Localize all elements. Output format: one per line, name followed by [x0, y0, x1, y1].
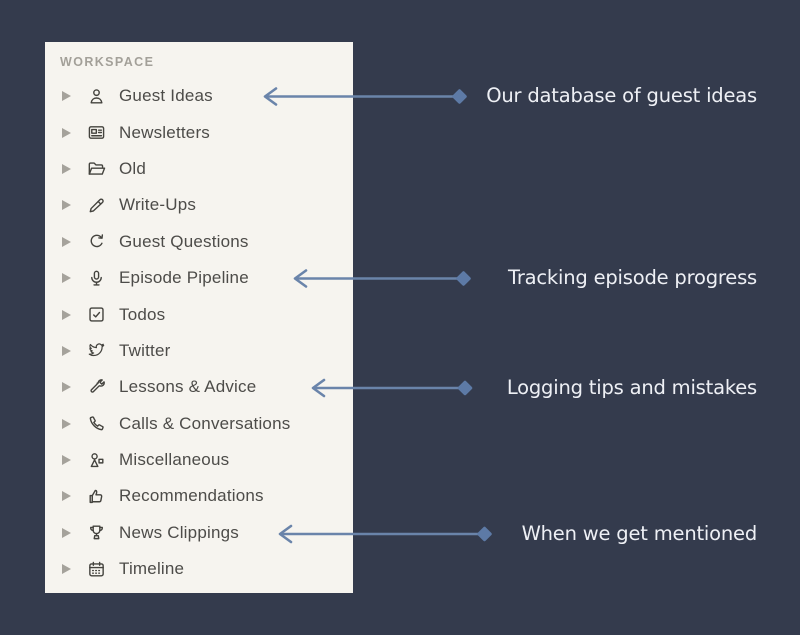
- sidebar-item-guest-ideas[interactable]: Guest Ideas: [45, 78, 353, 114]
- sidebar-item-label: Lessons & Advice: [119, 377, 257, 397]
- annotation-guest-ideas: Our database of guest ideas: [486, 84, 757, 107]
- sidebar-item-label: Todos: [119, 304, 166, 324]
- workspace-panel: WORKSPACE Guest Ideas Newsletters Old Wr…: [45, 42, 353, 593]
- sidebar-item-calls-conversations[interactable]: Calls & Conversations: [45, 406, 353, 442]
- sidebar-item-lessons-advice[interactable]: Lessons & Advice: [45, 369, 353, 405]
- sidebar-item-old[interactable]: Old: [45, 151, 353, 187]
- expand-chevron-icon[interactable]: [62, 564, 72, 574]
- expand-chevron-icon[interactable]: [62, 200, 72, 210]
- sidebar-item-label: Miscellaneous: [119, 450, 230, 470]
- checkbox-icon: [86, 304, 107, 325]
- pencil-icon: [86, 195, 107, 216]
- thumbs-up-icon: [86, 486, 107, 507]
- calendar-icon: [86, 559, 107, 580]
- sidebar-item-write-ups[interactable]: Write-Ups: [45, 187, 353, 223]
- annotation-lessons-advice: Logging tips and mistakes: [506, 376, 757, 399]
- expand-chevron-icon[interactable]: [62, 128, 72, 138]
- microphone-icon: [86, 268, 107, 289]
- expand-chevron-icon[interactable]: [62, 91, 72, 101]
- wrench-icon: [86, 377, 107, 398]
- phone-icon: [86, 413, 107, 434]
- sidebar-item-label: Recommendations: [119, 486, 264, 506]
- sidebar-item-label: Old: [119, 158, 147, 178]
- newspaper-icon: [86, 122, 107, 143]
- sidebar-item-twitter[interactable]: Twitter: [45, 333, 353, 369]
- sidebar-item-label: News Clippings: [119, 522, 239, 542]
- person-flag-icon: [86, 450, 107, 471]
- sidebar-item-label: Timeline: [119, 559, 185, 579]
- sidebar-item-episode-pipeline[interactable]: Episode Pipeline: [45, 260, 353, 296]
- sidebar-item-news-clippings[interactable]: News Clippings: [45, 515, 353, 551]
- expand-chevron-icon[interactable]: [62, 455, 72, 465]
- expand-chevron-icon[interactable]: [62, 237, 72, 247]
- expand-chevron-icon[interactable]: [62, 419, 72, 429]
- sidebar-item-timeline[interactable]: Timeline: [45, 551, 353, 587]
- expand-chevron-icon[interactable]: [62, 310, 72, 320]
- folder-open-icon: [86, 158, 107, 179]
- trophy-icon: [86, 522, 107, 543]
- sidebar-item-guest-questions[interactable]: Guest Questions: [45, 224, 353, 260]
- annotation-episode-pipeline: Tracking episode progress: [507, 266, 757, 289]
- sidebar-item-label: Twitter: [119, 340, 171, 360]
- expand-chevron-icon[interactable]: [62, 346, 72, 356]
- person-icon: [86, 86, 107, 107]
- workspace-heading: WORKSPACE: [60, 55, 155, 69]
- expand-chevron-icon[interactable]: [62, 164, 72, 174]
- annotation-news-clippings: When we get mentioned: [521, 522, 758, 545]
- expand-chevron-icon[interactable]: [62, 528, 72, 538]
- expand-chevron-icon[interactable]: [62, 382, 72, 392]
- twitter-icon: [86, 340, 107, 361]
- sidebar-list: Guest Ideas Newsletters Old Write-Ups Gu…: [45, 78, 353, 587]
- expand-chevron-icon[interactable]: [62, 273, 72, 283]
- expand-chevron-icon[interactable]: [62, 491, 72, 501]
- sidebar-item-newsletters[interactable]: Newsletters: [45, 114, 353, 150]
- cycle-icon: [86, 231, 107, 252]
- sidebar-item-label: Newsletters: [119, 122, 211, 142]
- sidebar-item-todos[interactable]: Todos: [45, 296, 353, 332]
- sidebar-item-label: Episode Pipeline: [119, 268, 249, 288]
- sidebar-item-label: Guest Ideas: [119, 86, 213, 106]
- sidebar-item-recommendations[interactable]: Recommendations: [45, 478, 353, 514]
- sidebar-item-label: Calls & Conversations: [119, 413, 291, 433]
- sidebar-item-miscellaneous[interactable]: Miscellaneous: [45, 442, 353, 478]
- sidebar-item-label: Guest Questions: [119, 231, 249, 251]
- sidebar-item-label: Write-Ups: [119, 195, 197, 215]
